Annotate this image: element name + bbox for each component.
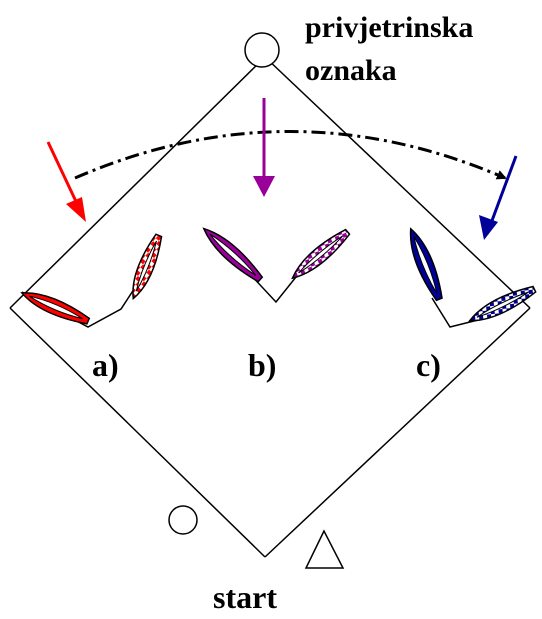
boat-b-checkered-icon: [291, 228, 351, 280]
case-label-c: c): [416, 347, 441, 383]
course-edge-lower-left: [9, 307, 266, 558]
boat-pair-a: [20, 233, 163, 328]
boat-c-checkered-icon: [468, 285, 537, 322]
boat-pair-b: [202, 227, 351, 304]
wind-arrow-b-icon: [253, 98, 275, 197]
start-label: start: [213, 579, 277, 614]
case-label-a: a): [92, 347, 119, 383]
windward-mark-icon: [244, 32, 280, 68]
course-edge-upper-right: [264, 56, 531, 309]
boat-b-solid-icon: [202, 227, 264, 283]
course-boundary: [9, 56, 531, 558]
windward-mark-label-line1: privjetrinska: [305, 11, 473, 44]
course-edge-upper-left: [9, 56, 266, 309]
boat-pair-c: [409, 227, 537, 328]
case-label-b: b): [248, 347, 276, 383]
start-boat-mark-icon: [304, 529, 345, 569]
boat-a-checkered-icon: [132, 233, 163, 300]
course-edge-lower-right: [264, 307, 531, 558]
boat-c-solid-icon: [409, 227, 443, 302]
wind-shift-arrow-icon: [74, 130, 507, 180]
boat-connector-b: [247, 271, 301, 304]
start-pin-mark-icon: [168, 505, 198, 535]
boat-a-solid-icon: [20, 292, 91, 325]
wind-arrow-a-icon: [46, 141, 86, 222]
wind-arrow-c-icon: [479, 155, 518, 240]
boat-connector-c: [431, 297, 479, 328]
windward-mark-label-line2: oznaka: [305, 54, 397, 87]
